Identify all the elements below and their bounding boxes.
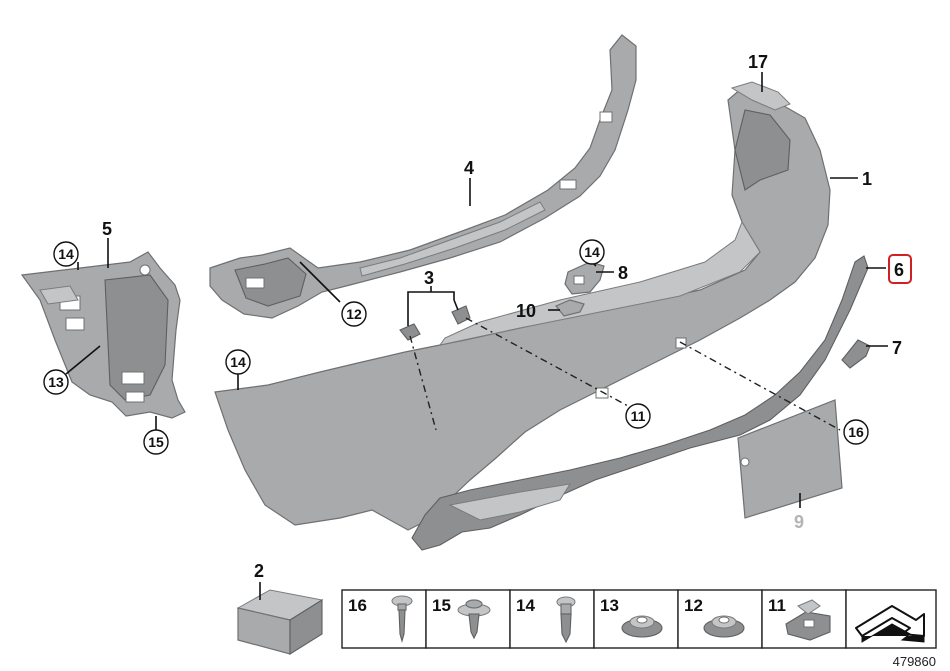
diagram-number: 479860 [893, 654, 936, 669]
callout-7[interactable]: 7 [892, 338, 902, 358]
callout-15[interactable]: 15 [148, 434, 164, 450]
part-4-carrier[interactable] [209, 34, 637, 319]
callout-8[interactable]: 8 [618, 263, 628, 283]
part-2-box[interactable] [236, 589, 324, 655]
part-3-clip-right[interactable] [451, 305, 471, 325]
tray-label-11: 11 [768, 596, 786, 615]
spring-nut-icon [785, 599, 831, 641]
tray-label-15: 15 [432, 596, 451, 615]
callout-1[interactable]: 1 [862, 169, 872, 189]
callout-12[interactable]: 12 [346, 306, 362, 322]
callout-11[interactable]: 11 [631, 408, 646, 424]
highlight-box-6 [888, 254, 912, 284]
callout-3[interactable]: 3 [424, 268, 434, 288]
tray-label-12: 12 [684, 596, 703, 615]
callout-4[interactable]: 4 [464, 158, 474, 178]
tray-label-13: 13 [600, 596, 619, 615]
callout-5[interactable]: 5 [102, 219, 112, 239]
part-9-plate-carrier[interactable] [737, 399, 843, 519]
torx-screw-icon [556, 596, 576, 644]
callout-14-cover[interactable]: 14 [230, 354, 246, 370]
leader-lines [65, 72, 888, 600]
tray-label-14: 14 [516, 596, 535, 615]
tray-cell-15[interactable] [425, 589, 511, 649]
callout-14-bracket[interactable]: 14 [58, 246, 74, 262]
callout-10[interactable]: 10 [516, 301, 536, 321]
screw-icon [391, 595, 413, 644]
part-7-reflector[interactable] [841, 339, 871, 369]
callout-9[interactable]: 9 [794, 512, 804, 532]
callout-16[interactable]: 16 [848, 424, 864, 440]
part-10-bracket[interactable] [555, 299, 585, 317]
part-5-side-bracket[interactable] [20, 251, 186, 419]
callout-13[interactable]: 13 [48, 374, 64, 390]
speed-nut-13-icon [621, 615, 663, 638]
tray-label-16: 16 [348, 596, 367, 615]
part-1-bumper-cover[interactable] [214, 87, 831, 531]
part-3-clip-left[interactable] [399, 323, 421, 341]
expanding-rivet-icon [457, 599, 491, 640]
part-6-trim-strip[interactable] [411, 255, 869, 551]
callout-labels: 1 2 3 4 5 6 7 8 9 10 17 14 14 14 13 12 1… [43, 52, 912, 581]
callout-14-bracket-8[interactable]: 14 [584, 244, 600, 260]
fastener-tray: 16 15 14 13 12 11 [341, 589, 937, 649]
callout-2[interactable]: 2 [254, 561, 264, 581]
part-17-bracket[interactable] [730, 81, 791, 111]
attachment-lines [409, 317, 841, 431]
speed-nut-12-icon [703, 615, 745, 638]
arrow-icon[interactable] [855, 605, 925, 643]
callout-17[interactable]: 17 [748, 52, 768, 72]
callout-6[interactable]: 6 [894, 260, 904, 280]
